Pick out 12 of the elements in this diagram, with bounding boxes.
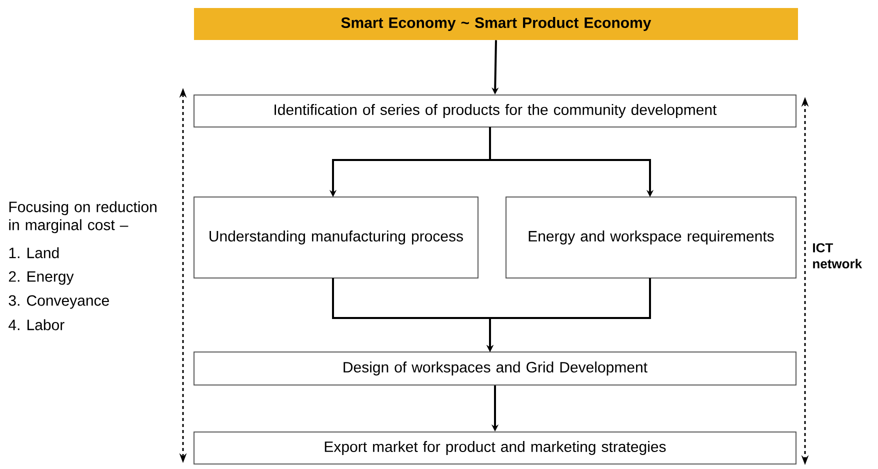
side-label: ICT network bbox=[813, 243, 862, 268]
list-item: 3. Conveyance bbox=[8, 295, 109, 309]
process-box: Identification of series of products for the community development bbox=[194, 94, 796, 128]
list-item: 2. Energy bbox=[8, 271, 74, 285]
process-box: Understanding manufacturing process bbox=[194, 196, 478, 278]
process-box: Design of workspaces and Grid Development bbox=[194, 352, 796, 386]
process-box: Export market for product and marketing strategies bbox=[194, 432, 796, 464]
note-text: Focusing on reduction in marginal cost – bbox=[9, 201, 156, 234]
title-banner: Smart Economy ~ Smart Product Economy bbox=[194, 8, 798, 40]
list-item: 4. Labor bbox=[8, 319, 64, 330]
list-item: 1. Land bbox=[9, 247, 59, 258]
process-box: Energy and workspace requirements bbox=[506, 196, 796, 278]
